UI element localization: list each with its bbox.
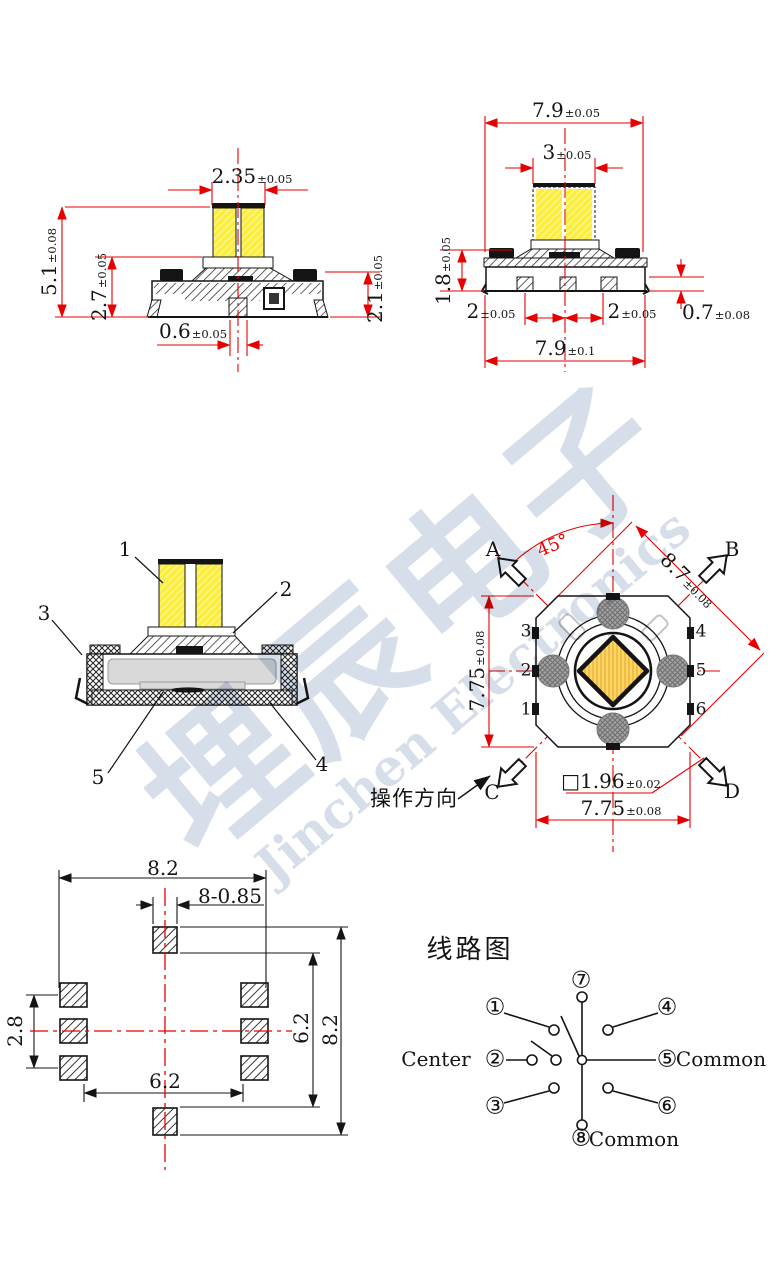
section-callout-1: 1 [118, 537, 132, 561]
pin-3-label: 3 [520, 621, 532, 642]
dim-pcb-overall-width: 8.2 [147, 856, 179, 880]
dim-width-top-view: 7.75±0.08 [580, 796, 662, 820]
pin-5-label: 5 [695, 660, 707, 681]
circuit-pin-4: ④ [656, 994, 678, 1021]
pin-6-label: 6 [695, 699, 707, 720]
dim-body-height-a: 2.7±0.05 [87, 252, 111, 322]
view-top-direction-arrows [457, 546, 736, 800]
dim-flange-height-b: 1.8±0.05 [431, 236, 455, 306]
dim-pin-width-a: 0.6±0.05 [158, 319, 228, 343]
direction-a-label: A [485, 537, 501, 561]
view-top-part [532, 593, 694, 750]
dim-foot-height-b: 0.7±0.08 [681, 300, 751, 324]
circuit-common-bottom-label: Common [588, 1127, 680, 1151]
pin-1-label: 1 [520, 699, 532, 720]
view-top-dims [481, 495, 765, 852]
circuit-pin-3: ③ [484, 1093, 506, 1120]
circuit-pin-2: ② [484, 1046, 506, 1073]
view-pcb-centerlines [30, 888, 292, 1170]
direction-c-label: C [484, 780, 500, 804]
view-side-b-dims [440, 116, 704, 372]
view-circuit [503, 991, 659, 1131]
section-callout-5: 5 [91, 765, 105, 789]
dim-top-width-a: 2.35±0.05 [211, 164, 293, 188]
dim-stem-width-b: 3±0.05 [542, 140, 592, 164]
dim-pcb-inner-width: 6.2 [149, 1069, 181, 1093]
section-callout-3: 3 [37, 601, 51, 625]
dim-pitch-left-b: 2±0.05 [466, 299, 516, 323]
dim-right-height-a: 2.1±0.05 [363, 254, 387, 324]
section-callout-4: 4 [315, 752, 329, 776]
dim-bottom-width-b: 7.9±0.1 [534, 336, 596, 360]
view-side-a-dims [55, 148, 380, 372]
view-section-leaders [51, 556, 317, 774]
dim-total-height-a: 5.1±0.08 [37, 227, 61, 297]
pin-4-label: 4 [695, 621, 707, 642]
dim-pcb-pad-size: 8-0.85 [197, 884, 263, 908]
circuit-pin-6: ⑥ [656, 1093, 678, 1120]
view-section-part [74, 559, 310, 706]
pin-2-label: 2 [520, 660, 532, 681]
circuit-common-right-label: Common [675, 1047, 767, 1071]
circuit-center-label: Center [401, 1047, 471, 1071]
dim-pcb-inner-height: 6.2 [289, 1012, 313, 1044]
dim-pcb-pad-pitch: 2.8 [3, 1015, 27, 1047]
dim-height-top-view: 7.75±0.08 [465, 630, 489, 712]
view-pcb-dims [26, 870, 348, 1136]
dim-top-width-b: 7.9±0.05 [531, 98, 601, 122]
operation-direction-label: 操作方向 [370, 786, 458, 811]
circuit-title: 线路图 [426, 935, 514, 965]
circuit-pin-7: ⑦ [570, 967, 592, 994]
section-callout-2: 2 [279, 577, 293, 601]
direction-b-label: B [724, 537, 740, 561]
dim-pcb-overall-height: 8.2 [318, 1014, 342, 1046]
circuit-pin-5: ⑤ [656, 1046, 678, 1073]
dim-pitch-right-b: 2±0.05 [607, 299, 657, 323]
dim-square-button: □1.96±0.02 [561, 769, 661, 793]
circuit-pin-8: ⑧ [570, 1125, 592, 1152]
direction-d-label: D [723, 779, 741, 803]
circuit-pin-1: ① [484, 994, 506, 1021]
